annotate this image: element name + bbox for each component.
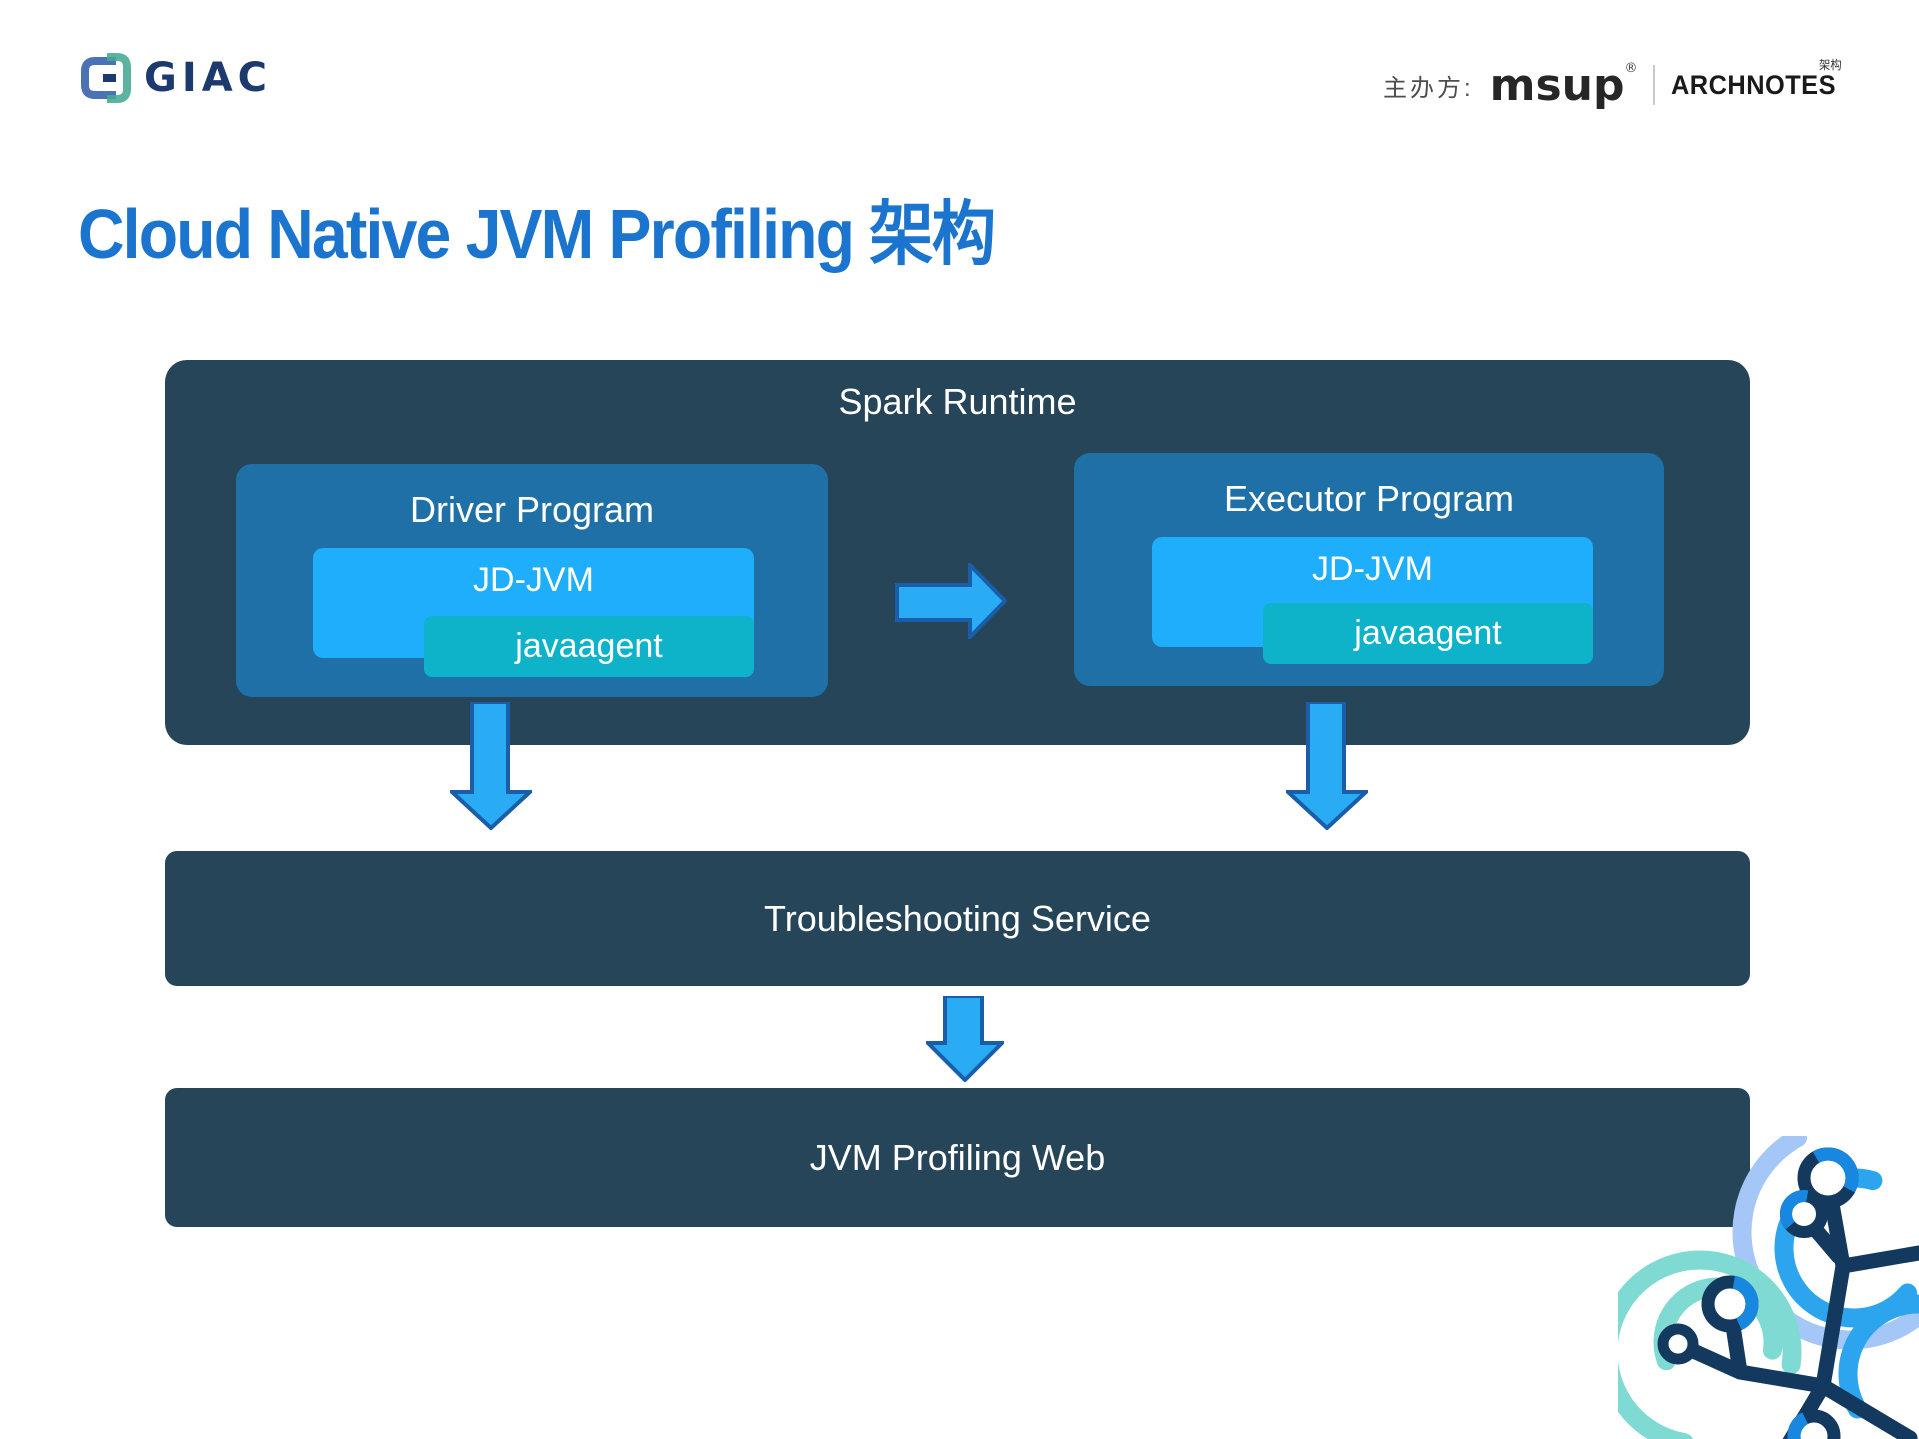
brain-network-logo [1618,1136,1919,1439]
executor-javaagent-box: javaagent [1263,603,1593,664]
giac-wordmark: GIAC [144,55,273,101]
executor-down-arrow-icon [1286,702,1368,830]
executor-javaagent-label: javaagent [1354,614,1502,652]
msup-text: msup [1489,60,1625,111]
troubleshooting-service-bar: Troubleshooting Service [165,851,1750,986]
msup-registered-mark: ® [1624,61,1638,76]
jvm-profiling-web-bar: JVM Profiling Web [165,1088,1750,1227]
driver-javaagent-box: javaagent [424,616,754,677]
archnotes-text: ARCHNOTES [1671,69,1837,100]
executor-jd-jvm-label: JD-JVM [1312,550,1433,588]
archnotes-tag: 架构 [1819,57,1843,72]
driver-down-arrow-icon [450,702,532,830]
troubleshooting-service-label: Troubleshooting Service [764,897,1151,939]
right-arrow-icon [895,563,1007,639]
executor-program-label: Executor Program [1223,478,1515,519]
driver-jd-jvm-label: JD-JVM [473,561,594,599]
giac-mark-icon [81,53,131,103]
page-title: Cloud Native JVM Profiling 架构 [78,195,996,273]
jvm-profiling-web-label: JVM Profiling Web [809,1136,1106,1178]
middle-down-arrow-icon [926,996,1004,1082]
driver-javaagent-label: javaagent [515,627,663,665]
spark-runtime-label: Spark Runtime [838,381,1077,422]
msup-logo: msup® [1490,62,1638,108]
driver-program-label: Driver Program [409,489,655,530]
host-label: 主办方: [1382,74,1474,102]
logo-divider [1653,65,1656,105]
giac-logo: GIAC [76,50,272,106]
